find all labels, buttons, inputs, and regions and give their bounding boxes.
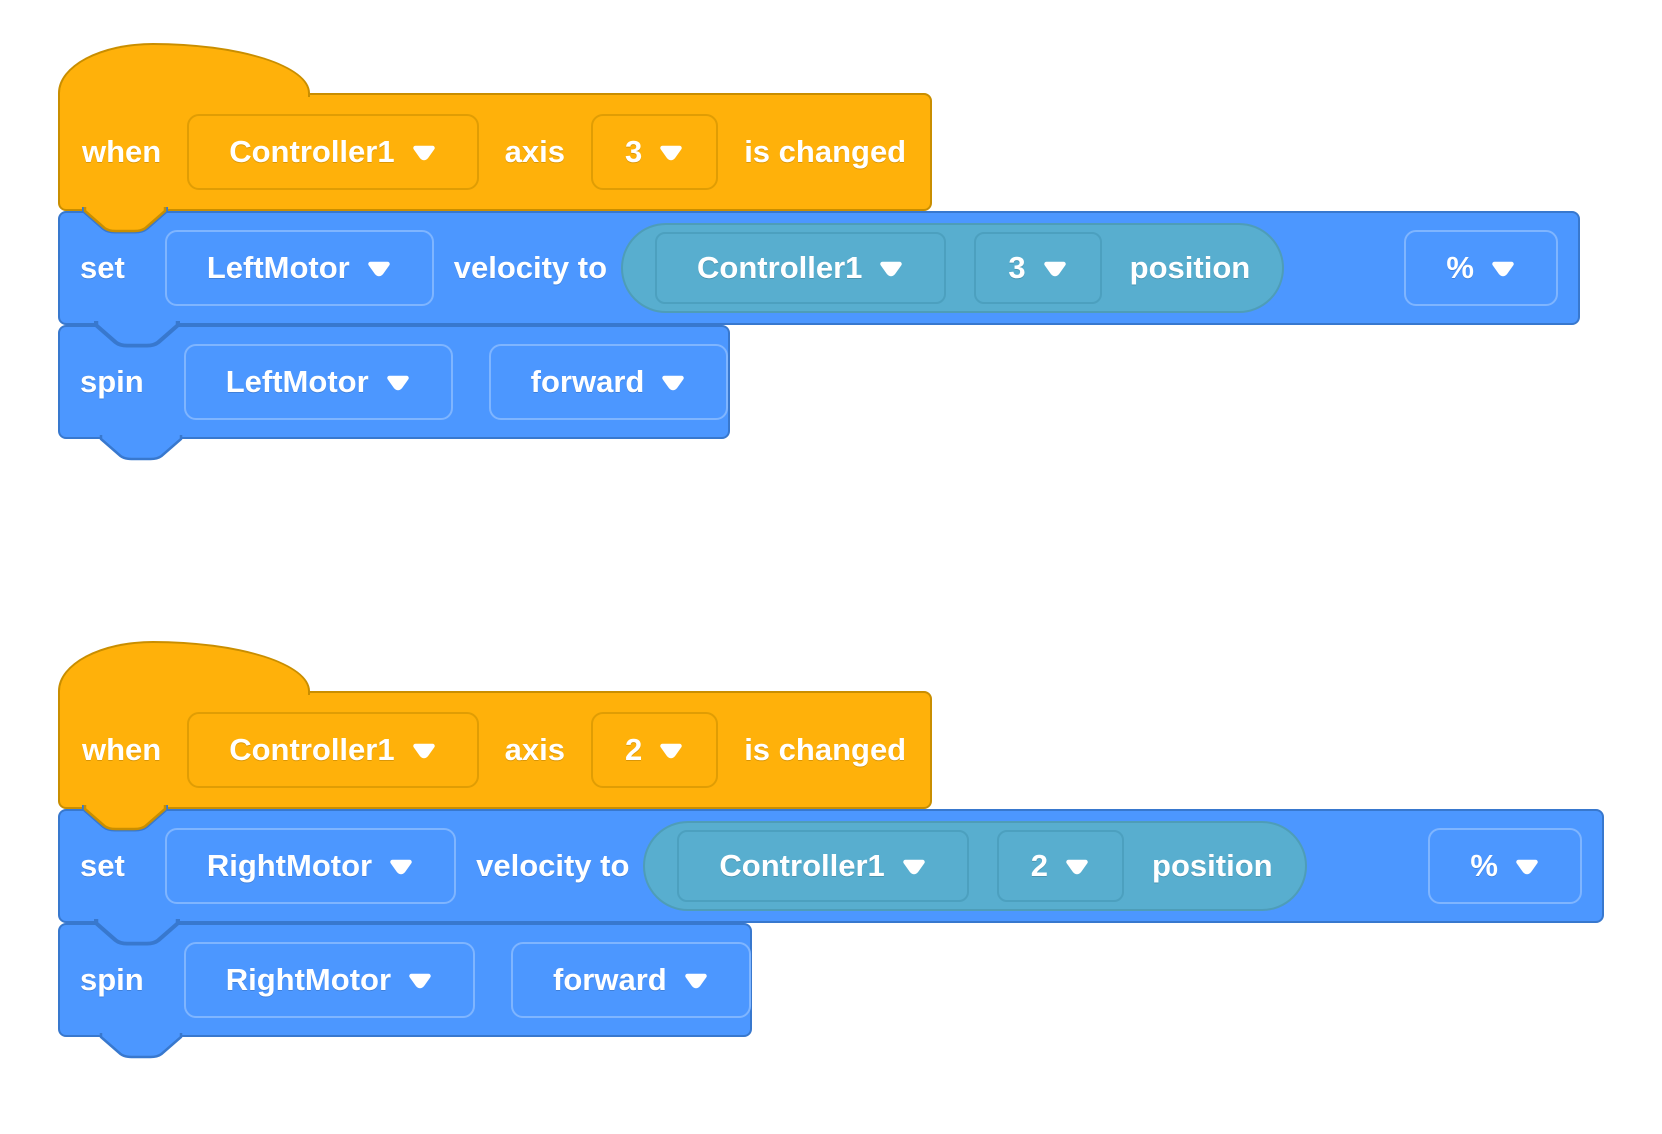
hat-dome <box>58 43 310 97</box>
spin-motor-block[interactable]: spin LeftMotor forward <box>58 325 730 461</box>
direction-dropdown-value: forward <box>553 962 667 997</box>
motor-dropdown-value: RightMotor <box>225 962 392 997</box>
block-connector-tab <box>82 207 168 234</box>
is-changed-label: is changed <box>744 134 907 169</box>
dropdown-arrow-icon <box>660 145 682 160</box>
when-controller-axis-hat-block[interactable]: when Controller1 axis 3 is changed <box>58 43 932 234</box>
dropdown-arrow-icon <box>390 859 412 874</box>
unit-dropdown[interactable]: % <box>1428 828 1582 904</box>
unit-dropdown-value: % <box>1470 848 1498 883</box>
dropdown-arrow-icon <box>386 375 409 390</box>
hat-dome <box>58 641 310 695</box>
controller-dropdown[interactable]: Controller1 <box>187 712 479 788</box>
dropdown-arrow-icon <box>1043 261 1066 276</box>
motor-dropdown-value: LeftMotor <box>206 250 350 285</box>
block-connector-tab <box>99 435 183 461</box>
when-label: when <box>82 134 162 169</box>
axis-label: axis <box>504 732 565 767</box>
set-label: set <box>80 848 125 883</box>
controller-position-reporter[interactable]: Controller1 2 position <box>643 821 1307 911</box>
motor-dropdown[interactable]: LeftMotor <box>183 344 453 420</box>
when-controller-axis-hat-block[interactable]: when Controller1 axis 2 is changed <box>58 641 932 832</box>
set-label: set <box>80 250 125 285</box>
axis-dropdown[interactable]: 3 <box>974 232 1102 304</box>
axis-dropdown-value: 3 <box>624 134 643 169</box>
dropdown-arrow-icon <box>1492 261 1514 276</box>
controller-dropdown-value: Controller1 <box>697 250 863 285</box>
axis-dropdown[interactable]: 3 <box>590 114 719 190</box>
motor-dropdown[interactable]: RightMotor <box>164 828 457 904</box>
controller-dropdown-value: Controller1 <box>229 134 395 169</box>
block-connector-tab <box>94 321 180 348</box>
is-changed-label: is changed <box>744 732 907 767</box>
block-connector-tab <box>82 805 168 832</box>
axis-dropdown-value: 3 <box>1008 250 1026 285</box>
controller-dropdown[interactable]: Controller1 <box>187 114 479 190</box>
unit-dropdown[interactable]: % <box>1404 230 1558 306</box>
position-label: position <box>1129 250 1251 285</box>
controller-dropdown-value: Controller1 <box>719 848 885 883</box>
axis-label: axis <box>504 134 565 169</box>
unit-dropdown-value: % <box>1446 250 1474 285</box>
dropdown-arrow-icon <box>1066 859 1088 874</box>
dropdown-arrow-icon <box>660 743 682 758</box>
spin-label: spin <box>80 364 144 399</box>
spin-motor-block[interactable]: spin RightMotor forward <box>58 923 752 1059</box>
block-connector-tab <box>94 919 180 946</box>
direction-dropdown[interactable]: forward <box>511 942 751 1018</box>
axis-dropdown[interactable]: 2 <box>590 712 719 788</box>
dropdown-arrow-icon <box>903 859 925 874</box>
dropdown-arrow-icon <box>412 145 435 160</box>
direction-dropdown[interactable]: forward <box>488 344 729 420</box>
motor-dropdown-value: RightMotor <box>206 848 373 883</box>
when-label: when <box>82 732 162 767</box>
dropdown-arrow-icon <box>684 973 707 988</box>
dropdown-arrow-icon <box>662 375 685 390</box>
spin-label: spin <box>80 962 144 997</box>
motor-dropdown[interactable]: RightMotor <box>183 942 476 1018</box>
block-connector-tab <box>99 1033 183 1059</box>
axis-dropdown-value: 2 <box>624 732 643 767</box>
dropdown-arrow-icon <box>1516 859 1538 874</box>
axis-dropdown[interactable]: 2 <box>996 830 1125 902</box>
direction-dropdown-value: forward <box>530 364 645 399</box>
position-label: position <box>1152 848 1273 883</box>
set-velocity-block[interactable]: set LeftMotor velocity to Controller1 3 … <box>58 211 1580 348</box>
dropdown-arrow-icon <box>367 261 390 276</box>
axis-dropdown-value: 2 <box>1030 848 1049 883</box>
controller-dropdown-value: Controller1 <box>229 732 395 767</box>
dropdown-arrow-icon <box>412 743 435 758</box>
set-velocity-block[interactable]: set RightMotor velocity to Controller1 2… <box>58 809 1604 946</box>
dropdown-arrow-icon <box>880 261 903 276</box>
controller-dropdown[interactable]: Controller1 <box>655 232 947 304</box>
velocity-to-label: velocity to <box>453 250 608 285</box>
dropdown-arrow-icon <box>409 973 431 988</box>
controller-dropdown[interactable]: Controller1 <box>677 830 969 902</box>
motor-dropdown[interactable]: LeftMotor <box>164 230 434 306</box>
velocity-to-label: velocity to <box>476 848 630 883</box>
controller-position-reporter[interactable]: Controller1 3 position <box>621 223 1285 313</box>
motor-dropdown-value: LeftMotor <box>225 364 369 399</box>
